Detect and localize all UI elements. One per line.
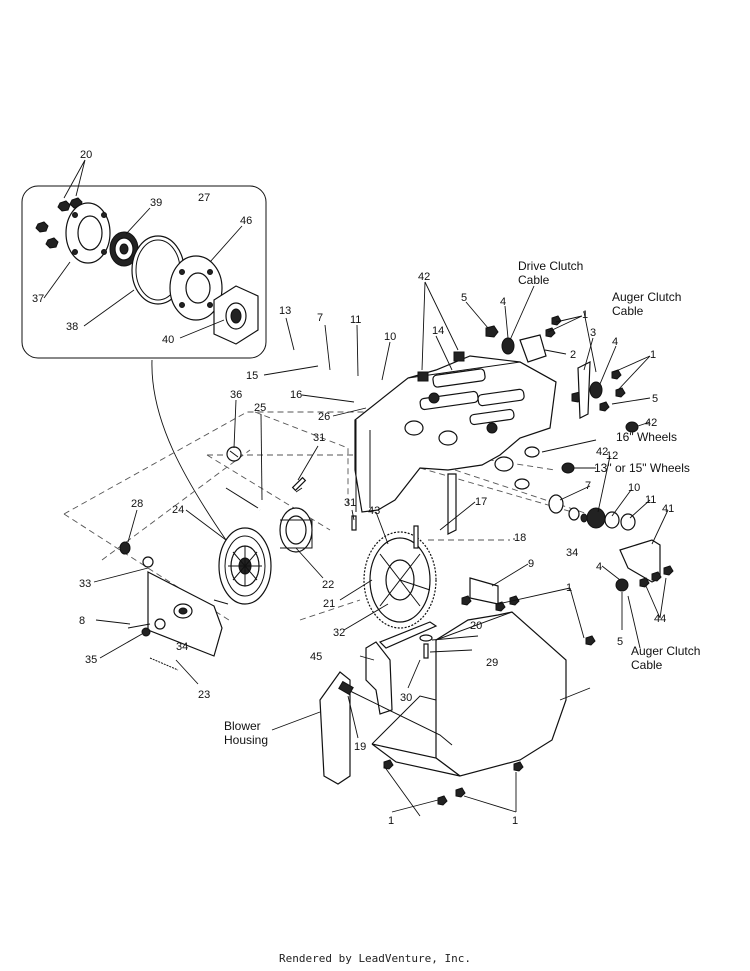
bottom-cover [371, 611, 596, 806]
callout-1d: 1 [388, 815, 394, 827]
callout-29: 45 [310, 651, 322, 663]
callout-5b: 5 [652, 393, 658, 405]
callout-39: 39 [150, 197, 162, 209]
callout-28: 24 [172, 504, 184, 516]
right-axle-hardware [548, 494, 674, 600]
dashed-outlines [63, 411, 607, 623]
callout-26: 36 [230, 389, 242, 401]
callout-17: 18 [514, 532, 526, 544]
callout-37: 37 [32, 293, 44, 305]
callout-4a: 4 [500, 296, 506, 308]
callout-11b: 11 [645, 494, 656, 506]
callout-3: 3 [590, 327, 596, 339]
callout-14: 15 [246, 370, 258, 382]
footer-credit: Rendered by LeadVenture, Inc. [278, 952, 472, 965]
callout-1c: 1 [566, 582, 572, 594]
callout-22: 21 [323, 598, 335, 610]
drive-clutch-cable-line2: Cable [518, 273, 550, 287]
wheels-16-label: 16" Wheels [616, 430, 677, 444]
auger-clutch-cable-bottom-line2: Cable [631, 658, 663, 672]
frame-hardware [417, 315, 639, 474]
text-labels: Drive Clutch Cable Auger Clutch Cable 16… [224, 259, 700, 747]
callout-6: 14 [432, 325, 444, 337]
hub-plate [65, 202, 111, 264]
callout-25a: 31 [313, 432, 325, 444]
callout-42b: 42 [645, 417, 657, 429]
bearing [109, 231, 139, 267]
callout-8b: 34 [566, 547, 578, 559]
idler-bracket [119, 541, 229, 671]
callout-24: 22 [322, 579, 334, 591]
callout-1b: 1 [650, 349, 656, 361]
callout-20b: 20 [470, 620, 482, 632]
callout-30: 19 [354, 741, 366, 753]
leader-lines [43, 159, 669, 817]
callout-2: 2 [570, 349, 576, 361]
callout-42c: 42 [596, 446, 608, 458]
wheels-13-15-label: 13" or 15" Wheels [594, 461, 690, 475]
blower-housing-line1: Blower [224, 719, 261, 733]
blower-housing-line2: Housing [224, 733, 268, 747]
callout-45: 30 [400, 692, 412, 704]
callout-7a: 7 [317, 312, 323, 324]
drive-clutch-cable-line1: Drive Clutch [518, 259, 583, 273]
callout-1e: 1 [512, 815, 518, 827]
callout-4c: 4 [596, 561, 602, 573]
auger-clutch-cable-bottom-line1: Auger Clutch [631, 644, 700, 658]
callout-18: 9 [528, 558, 534, 570]
callout-16: 26 [318, 411, 330, 423]
callout-23: 43 [368, 505, 380, 517]
frame-bracket [428, 539, 520, 612]
callout-38: 38 [66, 321, 78, 333]
callout-32: 33 [79, 578, 91, 590]
callout-35: 23 [198, 689, 210, 701]
callout-5c: 5 [617, 636, 623, 648]
callout-7b: 7 [585, 480, 591, 492]
callout-15: 16 [290, 389, 302, 401]
callout-8a: 34 [176, 641, 188, 653]
callout-34: 35 [85, 654, 97, 666]
auger-pulley [218, 527, 272, 605]
callout-9: 12 [606, 450, 618, 462]
callout-31: 28 [131, 498, 143, 510]
callout-5a: 5 [461, 292, 467, 304]
callout-36: 25 [254, 402, 266, 414]
callout-10a: 10 [384, 331, 396, 343]
auger-clutch-cable-top-line2: Cable [612, 304, 644, 318]
callout-20a: 20 [80, 149, 92, 161]
callout-1a: 1 [582, 309, 588, 321]
callout-11a: 11 [350, 314, 361, 326]
callout-25b: 31 [344, 497, 356, 509]
callout-44: 29 [486, 657, 498, 669]
callout-21: 32 [333, 627, 345, 639]
callout-labels: 20 39 27 46 37 38 40 42 5 4 1 2 3 4 1 5 … [32, 149, 674, 827]
callout-33: 8 [79, 615, 85, 627]
pulley-half [169, 255, 223, 321]
callout-40: 40 [162, 334, 174, 346]
callout-10b: 10 [628, 482, 640, 494]
callout-4b: 4 [612, 336, 618, 348]
callout-43: 17 [475, 496, 487, 508]
callout-12: 41 [662, 503, 674, 515]
callout-46: 46 [240, 215, 252, 227]
inset-detail [21, 185, 267, 359]
callout-13: 13 [279, 305, 291, 317]
callout-27: 27 [198, 192, 210, 204]
frame-housing [354, 355, 557, 535]
auger-gear [363, 525, 437, 629]
bearing-housing [213, 285, 259, 345]
callout-42a: 42 [418, 271, 430, 283]
auger-clutch-cable-top-line1: Auger Clutch [612, 290, 681, 304]
callout-41: 44 [654, 613, 666, 625]
